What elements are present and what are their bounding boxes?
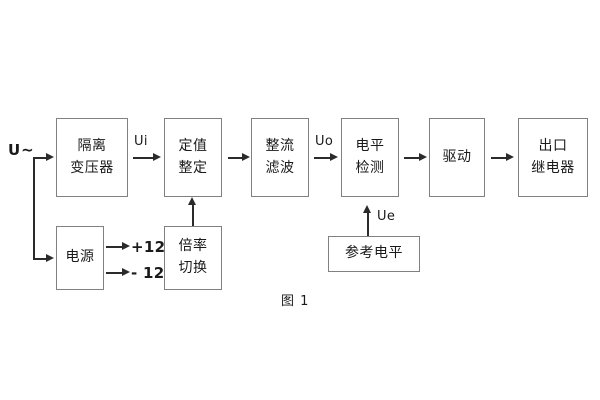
connector-rectify-to-level-detect: [314, 157, 332, 159]
input-source-label: U~: [8, 141, 35, 159]
block-setting-adjust[interactable]: 定值 整定: [164, 118, 222, 197]
connector-drive-to-output-relay: [491, 157, 508, 159]
arrow-up-icon-to-level-detect: [363, 205, 371, 213]
connector-isolation-to-setting: [133, 157, 155, 159]
block-level-detect-line-1: 电平: [355, 137, 385, 154]
connector-reference-level-to-level-detect: [367, 212, 369, 236]
arrow-right-icon-to-level-detect: [330, 153, 338, 161]
block-rectify-filter-line-1: 整流: [265, 137, 295, 154]
connector-power-supply-negative-rail: [106, 272, 124, 274]
block-isolation-transformer-line-2: 变压器: [70, 159, 114, 176]
input-rail-vertical: [33, 157, 35, 259]
signal-label-ue: Ue: [377, 209, 396, 224]
arrow-right-icon-positive-rail: [122, 242, 130, 250]
block-setting-adjust-line-2: 整定: [178, 159, 208, 176]
arrow-up-icon-to-setting-adjust: [188, 197, 196, 205]
block-isolation-transformer[interactable]: 隔离 变压器: [56, 118, 128, 197]
block-output-relay[interactable]: 出口 继电器: [518, 118, 588, 197]
arrow-right-icon-to-power-supply: [46, 254, 54, 262]
connector-multiplier-switch-to-setting-adjust: [192, 203, 194, 226]
block-reference-level-line-1: 参考电平: [345, 245, 403, 262]
block-drive-line-1: 驱动: [442, 148, 472, 165]
arrow-right-icon-to-drive: [419, 153, 427, 161]
block-level-detect[interactable]: 电平 检测: [341, 118, 399, 197]
block-isolation-transformer-line-1: 隔离: [77, 137, 107, 154]
block-power-supply[interactable]: 电源: [56, 226, 104, 290]
arrow-right-icon-to-isolation-transformer: [46, 153, 54, 161]
block-level-detect-line-2: 检测: [355, 159, 385, 176]
block-setting-adjust-line-1: 定值: [178, 137, 208, 154]
connector-power-supply-positive-rail: [106, 246, 124, 248]
connector-setting-to-rectify: [228, 157, 244, 159]
arrow-right-icon-to-output-relay: [506, 153, 514, 161]
signal-label-uo: Uo: [315, 134, 334, 149]
block-output-relay-line-2: 继电器: [531, 159, 575, 176]
block-reference-level[interactable]: 参考电平: [328, 236, 420, 272]
block-output-relay-line-1: 出口: [538, 137, 568, 154]
arrow-right-icon-to-rectify-filter: [242, 153, 250, 161]
block-drive[interactable]: 驱动: [429, 118, 485, 197]
arrow-right-icon-negative-rail: [122, 268, 130, 276]
connector-level-detect-to-drive: [404, 157, 421, 159]
block-power-supply-line-1: 电源: [65, 249, 95, 266]
block-rectify-filter[interactable]: 整流 滤波: [251, 118, 309, 197]
input-rail-stub-top: [33, 157, 47, 159]
signal-label-ui: Ui: [134, 134, 148, 149]
block-rectify-filter-line-2: 滤波: [265, 159, 295, 176]
block-multiplier-switch-line-2: 切换: [178, 260, 208, 276]
block-multiplier-switch[interactable]: 倍率 切换: [164, 226, 222, 290]
input-rail-stub-bottom: [33, 258, 47, 260]
block-multiplier-switch-line-1: 倍率: [178, 238, 208, 255]
arrow-right-icon-to-setting-adjust: [153, 153, 161, 161]
figure-caption: 图 1: [281, 294, 310, 309]
